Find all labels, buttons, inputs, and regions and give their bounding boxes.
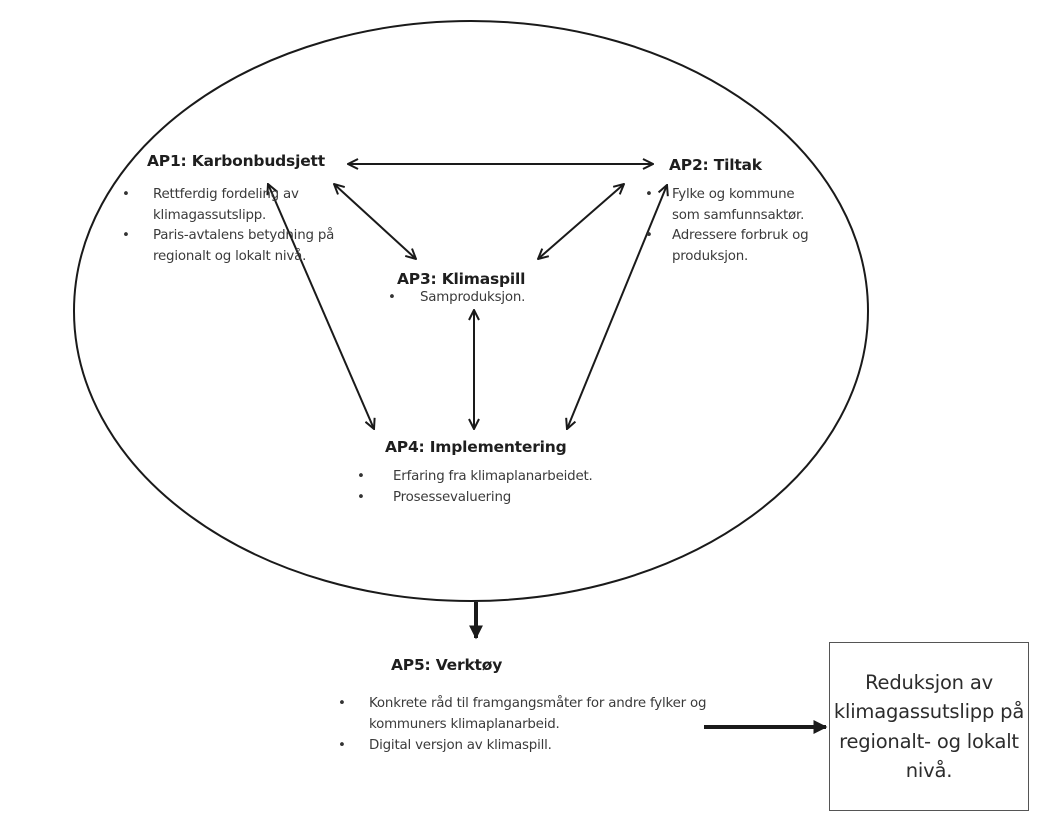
- bullet-item: Rettferdig fordeling av klimagassutslipp…: [122, 185, 353, 226]
- node-title: AP3: Klimaspill: [397, 270, 526, 288]
- node-ap1-karbonbudsjett: AP1: Karbonbudsjett Rettferdig fordeling…: [122, 152, 334, 264]
- bullet-list: Fylke og kommune som samfunnsaktør. Adre…: [645, 185, 812, 267]
- bullet-list: Erfaring fra klimaplanarbeidet. Prosesse…: [357, 466, 693, 508]
- node-title: AP1: Karbonbudsjett: [147, 152, 325, 170]
- bullet-item: Samproduksjon.: [388, 289, 620, 306]
- bullet-list: Konkrete råd til framgangsmåter for andr…: [338, 693, 729, 756]
- bullet-item: Konkrete råd til framgangsmåter for andr…: [338, 693, 729, 735]
- arrow-ap2-ap3: [538, 184, 624, 259]
- result-text: Reduksjon av klimagassutslipp på regiona…: [833, 670, 1025, 783]
- node-ap5-verktoy: AP5: Verktøy Konkrete råd til framgangsm…: [338, 656, 706, 756]
- node-title: AP5: Verktøy: [391, 656, 503, 674]
- node-title: AP4: Implementering: [385, 438, 567, 456]
- bullet-item: Erfaring fra klimaplanarbeidet.: [357, 466, 693, 487]
- node-title: AP2: Tiltak: [669, 156, 762, 174]
- bullet-item: Digital versjon av klimaspill.: [338, 735, 729, 756]
- result-box: Reduksjon av klimagassutslipp på regiona…: [829, 642, 1029, 811]
- node-ap3-klimaspill: AP3: Klimaspill Samproduksjon.: [388, 270, 526, 306]
- bullet-list: Rettferdig fordeling av klimagassutslipp…: [122, 185, 353, 267]
- node-ap2-tiltak: AP2: Tiltak Fylke og kommune som samfunn…: [645, 156, 809, 264]
- work-package-ellipse: [73, 20, 869, 602]
- bullet-list: Samproduksjon.: [388, 289, 620, 306]
- bullet-item: Fylke og kommune som samfunnsaktør.: [645, 185, 812, 226]
- bullet-item: Prosessevaluering: [357, 487, 693, 508]
- bullet-item: Paris-avtalens betydning på regionalt og…: [122, 226, 353, 267]
- bullet-item: Adressere forbruk og produksjon.: [645, 226, 812, 267]
- node-ap4-implementering: AP4: Implementering Erfaring fra klimapl…: [357, 438, 593, 508]
